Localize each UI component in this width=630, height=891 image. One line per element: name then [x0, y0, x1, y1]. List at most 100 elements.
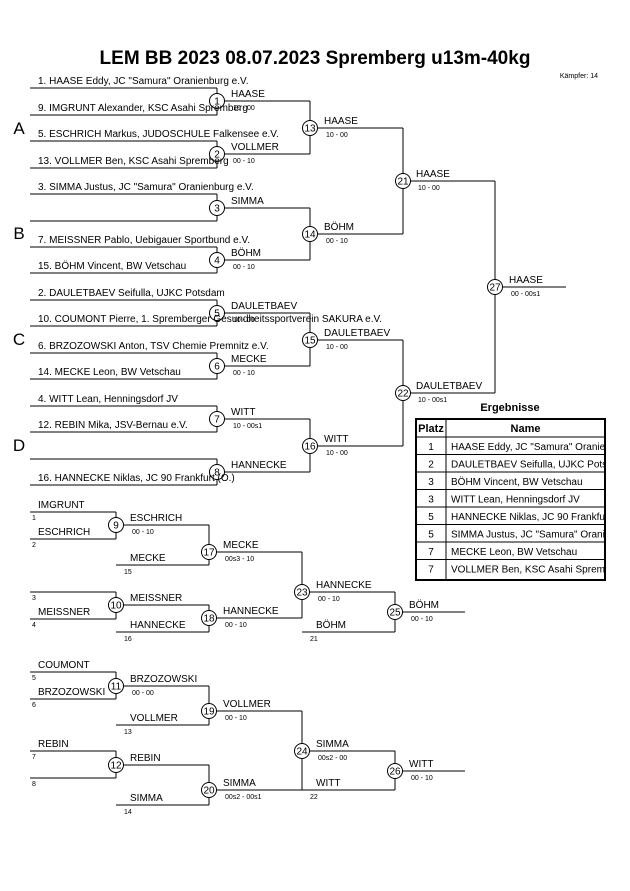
match-19-circle — [201, 703, 217, 719]
results-col-place: Platz — [418, 423, 444, 435]
repechage-input-seed-1: 15 — [124, 569, 132, 576]
results-row-name: VOLLMER Ben, KSC Asahi Spremberg — [451, 565, 625, 576]
match-23-circle — [294, 584, 310, 600]
match-26-input-seed: 22 — [310, 794, 318, 801]
match-5-score: 10 - 00 — [233, 317, 255, 324]
match-23-score: 00 - 10 — [318, 596, 340, 603]
entry-14: 16. HANNECKE Niklas, JC 90 Frankfurt (O.… — [38, 473, 235, 484]
match-7-score: 10 - 00s1 — [233, 423, 262, 430]
match-18-score: 00 - 10 — [225, 622, 247, 629]
match-8-circle-number: 8 — [214, 468, 220, 479]
repechage-seed-1: 1 — [32, 515, 36, 522]
match-4-score: 00 - 10 — [233, 264, 255, 271]
pool-label-B: B — [13, 224, 24, 243]
match-13-circle — [302, 120, 318, 136]
match-17-circle-number: 17 — [203, 548, 215, 559]
match-12-winner: REBIN — [130, 753, 161, 764]
repechage-entrant-7: REBIN — [38, 739, 69, 750]
results-row-name: HANNECKE Niklas, JC 90 Frankfurt (O.) — [451, 512, 630, 523]
match-5-winner: DAULETBAEV — [231, 301, 297, 312]
match-27-circle — [487, 279, 503, 295]
match-6-winner: MECKE — [231, 354, 267, 365]
match-19-score: 00 - 10 — [225, 715, 247, 722]
results-title: Ergebnisse — [480, 402, 539, 414]
page-title: LEM BB 2023 08.07.2023 Spremberg u13m-40… — [100, 48, 531, 69]
match-4-winner: BÖHM — [231, 247, 261, 259]
match-22-score: 10 - 00s1 — [418, 397, 447, 404]
results-row-name: HAASE Eddy, JC "Samura" Oranienburg — [451, 442, 630, 453]
entry-9: 10. COUMONT Pierre, 1. Spremberger Gesun… — [38, 314, 382, 325]
repechage-input-4: SIMMA — [130, 793, 163, 804]
match-26-circle — [387, 763, 403, 779]
match-16-circle — [302, 438, 318, 454]
match-10-circle-number: 10 — [110, 601, 122, 612]
match-2-circle — [209, 146, 225, 162]
results-row-place: 7 — [428, 565, 434, 576]
entry-12: 4. WITT Lean, Henningsdorf JV — [38, 394, 178, 405]
entry-10: 6. BRZOZOWSKI Anton, TSV Chemie Premnitz… — [38, 341, 269, 352]
match-27-score: 00 - 00s1 — [511, 291, 540, 298]
match-25-circle-number: 25 — [389, 608, 401, 619]
match-9-circle — [108, 517, 124, 533]
match-17-score: 00s3 - 10 — [225, 556, 254, 563]
match-16-winner: WITT — [324, 434, 348, 445]
match-27-winner: HAASE — [509, 275, 543, 286]
entry-7: 15. BÖHM Vincent, BW Vetschau — [38, 260, 186, 272]
match-4-circle — [209, 252, 225, 268]
pool-label-C: C — [13, 330, 25, 349]
match-7-winner: WITT — [231, 407, 255, 418]
match-24-circle — [294, 743, 310, 759]
match-3-circle — [209, 200, 225, 216]
match-11-score: 00 - 00 — [132, 690, 154, 697]
match-24-circle-number: 24 — [296, 747, 308, 758]
match-3-circle-number: 3 — [214, 204, 220, 215]
match-18-winner: HANNECKE — [223, 606, 279, 617]
results-row-place: 7 — [428, 547, 434, 558]
match-17-winner: MECKE — [223, 540, 259, 551]
match-1-winner: HAASE — [231, 89, 265, 100]
match-25-circle — [387, 604, 403, 620]
results-table — [415, 418, 606, 581]
match-13-circle-number: 13 — [304, 124, 316, 135]
match-15-circle-number: 15 — [304, 336, 316, 347]
match-23-circle-number: 23 — [296, 588, 308, 599]
match-10-winner: MEISSNER — [130, 593, 182, 604]
match-2-circle-number: 2 — [214, 150, 220, 161]
match-20-circle — [201, 782, 217, 798]
repechage-entrant-6: BRZOZOWSKI — [38, 687, 105, 698]
match-1-circle — [209, 93, 225, 109]
match-11-circle — [108, 678, 124, 694]
match-19-circle-number: 19 — [203, 707, 215, 718]
match-16-circle-number: 16 — [304, 442, 316, 453]
match-17-circle — [201, 544, 217, 560]
match-6-circle-number: 6 — [214, 362, 220, 373]
repechage-input-seed-4: 14 — [124, 809, 132, 816]
match-18-circle-number: 18 — [203, 614, 215, 625]
match-25-input: BÖHM — [316, 619, 346, 631]
match-15-score: 10 - 00 — [326, 344, 348, 351]
match-1-circle-number: 1 — [214, 97, 220, 108]
results-row-name: MECKE Leon, BW Vetschau — [451, 547, 577, 558]
repechage-input-seed-3: 13 — [124, 729, 132, 736]
match-21-score: 10 - 00 — [418, 185, 440, 192]
match-25-input-seed: 21 — [310, 636, 318, 643]
repechage-entrant-2: ESCHRICH — [38, 527, 90, 538]
match-7-circle — [209, 411, 225, 427]
match-20-circle-number: 20 — [203, 786, 215, 797]
results-row-name: WITT Lean, Henningsdorf JV — [451, 495, 580, 506]
match-18-circle — [201, 610, 217, 626]
results-row-name: DAULETBAEV Seifulla, UJKC Potsdam — [451, 460, 627, 471]
entry-4: 13. VOLLMER Ben, KSC Asahi Spremberg — [38, 156, 229, 167]
match-15-circle — [302, 332, 318, 348]
match-25-score: 00 - 10 — [411, 616, 433, 623]
match-6-circle — [209, 358, 225, 374]
match-8-circle — [209, 464, 225, 480]
match-21-circle-number: 21 — [397, 177, 409, 188]
repechage-input-2: HANNECKE — [130, 620, 186, 631]
match-4-circle-number: 4 — [214, 256, 220, 267]
results-row-place: 5 — [428, 530, 434, 541]
match-10-circle — [108, 597, 124, 613]
match-15-winner: DAULETBAEV — [324, 328, 390, 339]
match-24-score: 00s2 - 00 — [318, 755, 347, 762]
entry-13: 12. REBIN Mika, JSV-Bernau e.V. — [38, 420, 188, 431]
